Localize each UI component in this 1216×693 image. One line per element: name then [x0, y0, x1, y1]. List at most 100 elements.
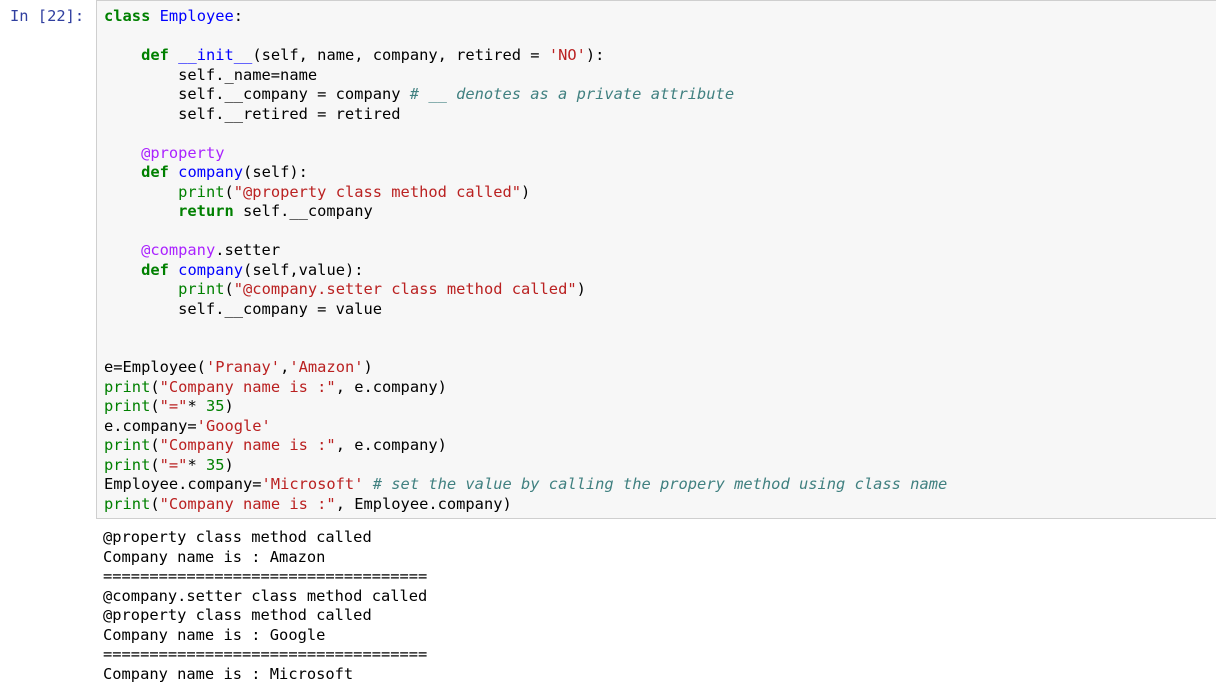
- code-line: e.company='Google': [104, 417, 947, 437]
- code-token: # __ denotes as a private attribute: [409, 85, 735, 103]
- code-token: [104, 46, 141, 64]
- code-token: 'NO': [548, 46, 586, 64]
- code-line: print("Company name is :", e.company): [104, 378, 947, 398]
- code-line: return self.__company: [104, 202, 947, 222]
- code-line: [104, 124, 947, 144]
- code-line: [104, 339, 947, 359]
- code-token: "Company name is :": [159, 377, 336, 396]
- output-line: @property class method called: [103, 606, 372, 624]
- output-line: Company name is : Google: [103, 625, 326, 644]
- code-line: self.__company = company # __ denotes as…: [104, 85, 947, 105]
- code-token: 35: [205, 397, 225, 415]
- code-token: , e.company): [335, 377, 447, 396]
- code-token: 'Pranay': [205, 358, 281, 376]
- code-token: 'Google': [196, 416, 271, 435]
- code-input-area[interactable]: [96, 0, 1216, 519]
- code-token: Employee: [159, 7, 234, 25]
- code-token: self.__company = value: [104, 299, 382, 318]
- code-token: print: [104, 377, 151, 396]
- code-token: (: [150, 377, 160, 396]
- code-line: def company(self):: [104, 163, 947, 183]
- code-token: "@company.setter class method called": [233, 280, 577, 298]
- code-token: ): [363, 358, 373, 376]
- code-token: print: [178, 182, 225, 201]
- code-token: print: [178, 280, 225, 298]
- code-token: "=": [159, 397, 188, 415]
- code-token: e.company=: [104, 416, 197, 435]
- output-line: Company name is : Amazon: [103, 547, 326, 566]
- code-token: __init__: [178, 46, 253, 64]
- code-token: self.__company: [233, 202, 373, 220]
- code-token: [169, 261, 178, 279]
- code-token: [363, 475, 372, 493]
- output-line: ===================================: [103, 567, 428, 585]
- code-line: print("@property class method called"): [104, 183, 947, 203]
- code-token: print: [104, 436, 151, 454]
- code-token: def: [141, 46, 169, 64]
- code-token: company: [178, 260, 244, 279]
- code-token: self.__company = company: [104, 85, 410, 103]
- code-token: (: [150, 455, 160, 474]
- code-token: (: [224, 280, 234, 298]
- code-token: Employee.company=: [104, 475, 262, 493]
- code-line: e=Employee('Pranay','Amazon'): [104, 358, 947, 378]
- code-token: [169, 163, 178, 181]
- code-token: , Employee.company): [335, 494, 512, 513]
- code-token: [150, 7, 159, 25]
- code-line: @company.setter: [104, 241, 947, 261]
- code-line: Employee.company='Microsoft' # set the v…: [104, 475, 947, 495]
- code-token: :: [233, 7, 244, 25]
- code-line: print("Company name is :", e.company): [104, 436, 947, 456]
- code-token: "=": [159, 455, 188, 474]
- code-token: e=Employee(: [104, 358, 206, 376]
- code-token: [104, 241, 141, 259]
- code-line: [104, 222, 947, 242]
- code-line: def company(self,value):: [104, 261, 947, 281]
- code-token: (self,value):: [243, 260, 364, 279]
- code-token: ): [224, 397, 234, 415]
- output-line: Company name is : Microsoft: [103, 664, 354, 683]
- code-editor[interactable]: class Employee: def __init__(self, name,…: [104, 7, 947, 514]
- code-token: self.__retired = retired: [104, 104, 401, 123]
- code-token: print: [104, 494, 151, 513]
- output-line: @property class method called: [103, 528, 372, 546]
- code-token: [104, 163, 141, 181]
- code-line: print("="* 35): [104, 397, 947, 417]
- code-token: 35: [205, 455, 225, 474]
- code-token: return: [178, 202, 234, 220]
- code-line: print("@company.setter class method call…: [104, 280, 947, 300]
- code-line: self.__company = value: [104, 300, 947, 320]
- code-token: ): [576, 280, 586, 298]
- code-token: (: [224, 182, 234, 201]
- output-line: ===================================: [103, 645, 428, 663]
- code-token: (: [150, 397, 160, 415]
- code-token: 'Amazon': [289, 358, 364, 376]
- code-token: @property: [141, 143, 225, 162]
- code-token: ): [521, 182, 531, 201]
- code-token: [104, 280, 178, 298]
- code-token: [104, 183, 178, 201]
- code-token: *: [187, 397, 206, 415]
- code-token: self._name=name: [104, 65, 318, 84]
- code-token: ,: [280, 358, 290, 376]
- code-token: [169, 46, 178, 64]
- output-line: @company.setter class method called: [103, 586, 428, 605]
- code-token: *: [187, 455, 206, 474]
- code-token: [104, 202, 178, 220]
- code-token: ): [224, 455, 234, 474]
- code-token: print: [104, 455, 151, 474]
- code-token: company: [178, 163, 244, 181]
- code-token: [104, 144, 141, 162]
- code-token: @company: [141, 241, 216, 259]
- code-token: print: [104, 397, 151, 415]
- code-line: class Employee:: [104, 7, 947, 27]
- code-line: [104, 27, 947, 47]
- code-token: def: [141, 260, 169, 279]
- code-line: def __init__(self, name, company, retire…: [104, 46, 947, 66]
- code-token: ):: [585, 46, 605, 64]
- code-line: self.__retired = retired: [104, 105, 947, 125]
- code-token: def: [141, 163, 169, 181]
- code-token: (: [150, 494, 160, 513]
- code-line: self._name=name: [104, 66, 947, 86]
